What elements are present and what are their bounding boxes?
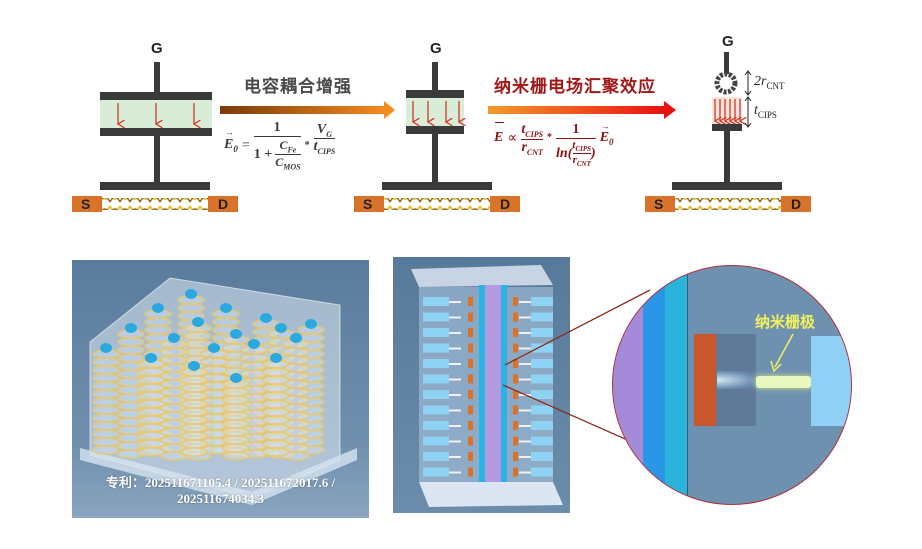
channel-gate-plate [100, 182, 210, 190]
gate-stem [432, 134, 438, 184]
cnt-pillar [137, 353, 165, 457]
gate-stem [724, 131, 730, 183]
nanogate-label: 纳米栅极 [755, 313, 816, 331]
bottom-plate [100, 128, 212, 136]
transistor-2 [354, 62, 520, 212]
cnt-pillar [222, 373, 250, 461]
cnt-pillar [180, 361, 208, 457]
array-3d-render: 专利：202511671105.4 / 202511672017.6 / 202… [72, 260, 369, 518]
cnt-pillar [240, 339, 268, 459]
stack-cell-row [423, 467, 553, 477]
gate-stem [154, 136, 160, 184]
bottom-plate [712, 124, 742, 131]
drain-electrode [781, 196, 811, 212]
stack-cell-row [423, 343, 553, 353]
gate-lead [154, 62, 160, 94]
stack-cell-row [423, 374, 553, 384]
array-render-graphic [80, 277, 357, 505]
gate-label: G [151, 40, 163, 57]
cnt-pillar [282, 333, 310, 461]
dim-label-cnt: 2rCNT [754, 74, 785, 91]
stack-cell-row [423, 405, 553, 415]
stack-render-graphic [411, 265, 563, 507]
cnt-channel [102, 198, 208, 210]
stack-cell-row [423, 359, 553, 368]
focused-field-arrows [715, 99, 740, 121]
formula-capacitive: →E0 = 1 1 + CFe CMOS * VG tCIPS [224, 120, 336, 172]
source-electrode [645, 196, 675, 212]
gate-label: G [722, 33, 734, 50]
cips-layer [712, 97, 742, 124]
drain-label: D [500, 196, 511, 212]
source-label: S [654, 196, 664, 212]
stack-cell-row [423, 421, 553, 430]
cnt-pillar [222, 329, 250, 457]
zoom-layer-blue [643, 266, 665, 504]
cnt-channel [384, 198, 490, 210]
top-diagram [72, 52, 811, 212]
drain-electrode [490, 196, 520, 212]
channel-gate-plate [672, 182, 782, 190]
dim-label-cips: tCIPS [754, 103, 777, 120]
gate-lead [432, 62, 438, 94]
channel-gate-plate [382, 182, 492, 190]
stack-cell-row [423, 328, 553, 337]
patent-line-2: 202511674034.3 [176, 491, 265, 506]
zoom-source-electrode [694, 334, 716, 426]
title-capacitive-coupling: 电容耦合增强 [244, 77, 352, 97]
cnt-pillar [117, 323, 145, 459]
zoom-layer-purple [613, 266, 643, 504]
stack-cell-row [423, 436, 553, 446]
top-plate [100, 92, 212, 100]
drain-label: D [218, 196, 229, 212]
source-electrode [354, 196, 384, 212]
arrow-capacitive-coupling [220, 101, 395, 119]
cnt-gate-ring [714, 71, 738, 95]
bottom-plate [406, 126, 464, 134]
title-nanogate-focusing: 纳米栅电场汇聚效应 [494, 77, 656, 97]
cnt-channel [675, 198, 781, 210]
source-electrode [72, 196, 102, 212]
source-label: S [81, 196, 91, 212]
cnt-pillar [262, 353, 290, 457]
top-plate [406, 90, 464, 98]
arrow-nanogate-focusing [488, 101, 676, 119]
zoom-field-glow [717, 371, 757, 389]
zoom-nanogate [756, 376, 811, 388]
zoom-drain-block [811, 336, 851, 426]
source-label: S [363, 196, 373, 212]
patent-numbers: 专利：202511671105.4 / 202511672017.6 / 202… [72, 472, 369, 507]
cnt-pillar [297, 319, 325, 455]
drain-label: D [791, 196, 802, 212]
stack-cell-row [423, 312, 553, 322]
formula-nanogate: E ∝ tCIPS rCNT * 1 ln( tCIPS rCNT ) →E0 [494, 121, 614, 169]
nanogate-pointer-arrow [770, 333, 794, 373]
stack-cell-row [423, 297, 553, 306]
stack-cell-row [423, 452, 553, 461]
stack-3d-render [393, 257, 570, 513]
zoom-magnifier: 纳米栅极 [612, 265, 852, 505]
patent-line-1: 专利：202511671105.4 / 202511672017.6 / [105, 475, 336, 490]
dielectric-layer [406, 98, 464, 126]
drain-electrode [208, 196, 238, 212]
gate-label: G [430, 40, 442, 57]
zoom-layer-cyan [665, 266, 687, 504]
gate-lead [724, 52, 729, 74]
cnt-pillar [92, 343, 120, 455]
transistor-3 [645, 52, 811, 212]
transistor-1 [72, 62, 238, 212]
